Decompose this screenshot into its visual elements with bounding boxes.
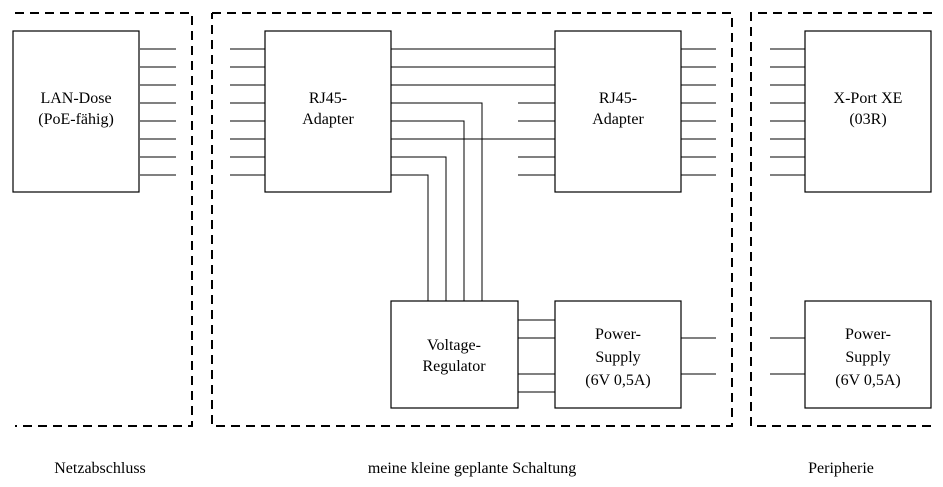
- voltage-regulator-block: Voltage- Regulator: [390, 300, 519, 409]
- rj45-left-label-2: Adapter: [302, 111, 354, 128]
- voltage-regulator-label-2: Regulator: [422, 358, 486, 375]
- power-supply-right-label-1: Power-: [845, 326, 891, 343]
- rj45-right-output-pins: [681, 48, 716, 176]
- region-boundaries: [15, 12, 932, 427]
- rj45-data-lines: [391, 48, 555, 176]
- lan-dose-label-1: LAN-Dose: [40, 90, 111, 107]
- caption-schaltung: meine kleine geplante Schaltung: [368, 460, 576, 477]
- lan-dose-label-2: (PoE-fähig): [38, 111, 114, 128]
- xport-label-2: (03R): [849, 111, 886, 128]
- power-supply-mid-label-1: Power-: [595, 326, 641, 343]
- power-supply-right-label-2: Supply: [845, 349, 890, 366]
- region-captions: Netzabschluss meine kleine geplante Scha…: [54, 460, 874, 477]
- xport-block: X-Port XE (03R): [804, 30, 932, 193]
- caption-peripherie: Peripherie: [808, 460, 874, 477]
- power-supply-mid-label-3: (6V 0,5A): [585, 372, 650, 389]
- xport-input-pins: [770, 48, 805, 176]
- region-peripherie-border: [750, 12, 932, 427]
- region-netzabschluss-border: [15, 12, 193, 427]
- regulator-supply-lines: [518, 319, 555, 393]
- power-supply-mid-block: Power- Supply (6V 0,5A): [554, 300, 682, 409]
- rj45-right-label-2: Adapter: [592, 111, 644, 128]
- lan-dose-pins: [140, 48, 176, 176]
- lan-dose-block: LAN-Dose (PoE-fähig): [12, 30, 140, 193]
- poe-lines: [391, 102, 483, 301]
- rj45-right-block: RJ45- Adapter: [554, 30, 682, 193]
- wires: [140, 48, 805, 393]
- caption-netzabschluss: Netzabschluss: [54, 460, 146, 477]
- voltage-regulator-label-1: Voltage-: [427, 337, 481, 354]
- rj45-right-label-1: RJ45-: [599, 90, 637, 107]
- power-supply-right-block: Power- Supply (6V 0,5A): [804, 300, 932, 409]
- region-schaltung-border: [211, 12, 733, 427]
- xport-label-1: X-Port XE: [834, 90, 903, 107]
- power-supply-mid-label-2: Supply: [595, 349, 640, 366]
- rj45-left-input-pins: [230, 48, 265, 176]
- power-output-lines: [681, 337, 805, 375]
- rj45-left-block: RJ45- Adapter: [264, 30, 392, 193]
- rj45-left-label-1: RJ45-: [309, 90, 347, 107]
- power-supply-right-label-3: (6V 0,5A): [835, 372, 900, 389]
